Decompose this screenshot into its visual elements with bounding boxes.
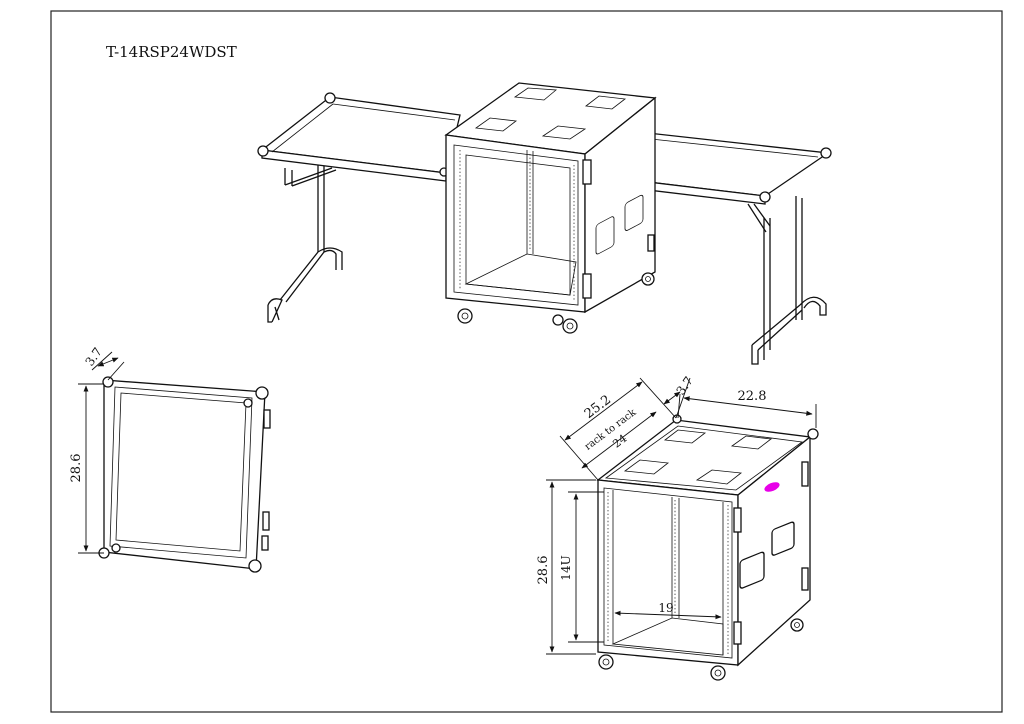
- model-title: T-14RSP24WDST: [106, 43, 237, 61]
- rack-units-label: 14U: [559, 555, 573, 580]
- accent-marker: [764, 482, 780, 492]
- front-width-label: 22.8: [738, 389, 767, 404]
- rack-case-assembly: [444, 82, 657, 334]
- front-height-label: 28.6: [536, 556, 551, 585]
- left-table: [257, 92, 461, 323]
- front-depth-label: 25.2: [582, 393, 614, 422]
- rail-width-label: 19: [658, 601, 673, 615]
- front-dimension-view: 28.6 14U 19 25.2 rack to rack 24 3.7 22.…: [536, 374, 819, 681]
- side-height-label: 28.6: [69, 454, 84, 483]
- assembly-view: [257, 82, 832, 365]
- side-panel-view: 28.6 3.7: [69, 345, 271, 573]
- drawing-border: [50, 10, 1003, 713]
